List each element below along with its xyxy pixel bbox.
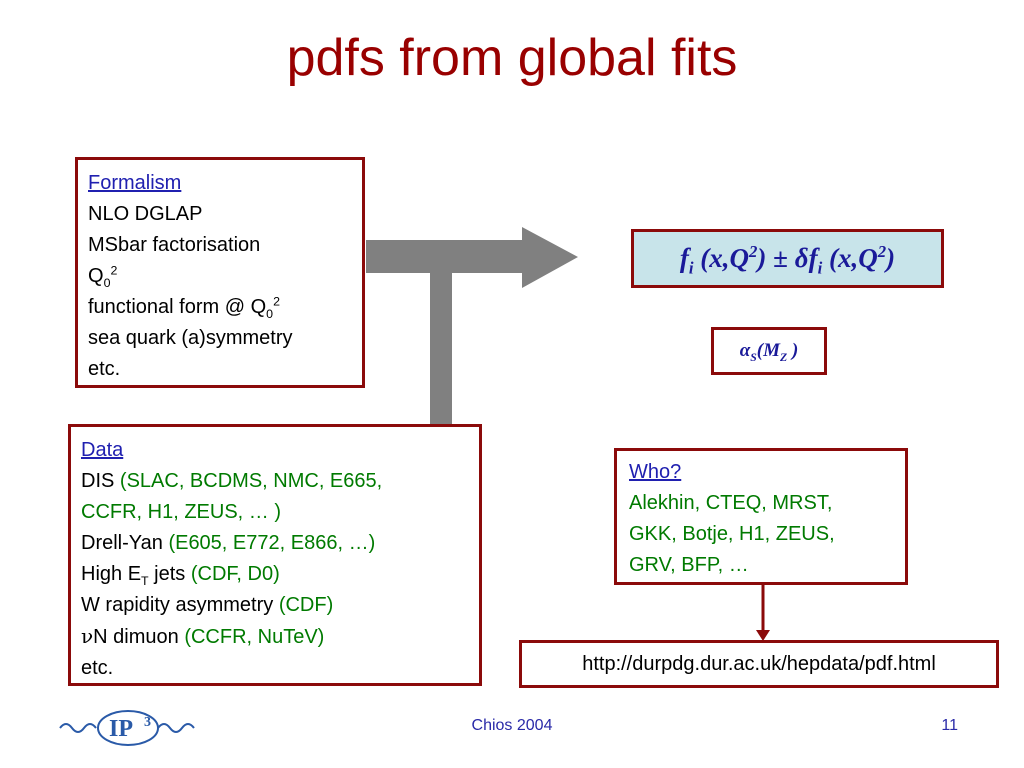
logo-sup: 3 — [144, 715, 151, 730]
pdf-formula-box: fi (x,Q2) ± δfi (x,Q2) — [631, 229, 944, 288]
data-line-drell-yan: Drell-Yan (E605, E772, E866, …) — [81, 532, 376, 554]
formalism-line-sea-quark: sea quark (a)symmetry — [88, 327, 293, 349]
who-heading[interactable]: Who? — [629, 461, 682, 483]
alpha-s-box: αS(MZ ) — [711, 327, 827, 375]
data-heading[interactable]: Data — [81, 439, 124, 461]
formalism-line-dglap: NLO DGLAP — [88, 203, 203, 225]
formalism-heading[interactable]: Formalism — [88, 172, 182, 194]
who-line-1: Alekhin, CTEQ, MRST, — [629, 492, 833, 514]
who-line-3: GRV, BFP, … — [629, 554, 749, 576]
formalism-line-functional-form: functional form @ Q02 — [88, 294, 280, 321]
footer-conference: Chios 2004 — [471, 717, 553, 734]
formalism-line-msbar: MSbar factorisation — [88, 234, 261, 256]
down-arrow-head — [756, 630, 770, 641]
page-title: pdfs from global fits — [286, 29, 738, 87]
ip3-logo-icon: IP 3 — [59, 710, 195, 746]
data-line-dis: DIS (SLAC, BCDMS, NMC, E665, — [81, 470, 383, 492]
formalism-line-q0: Q02 — [88, 263, 118, 290]
logo-text: IP — [109, 716, 133, 742]
data-line-high-et-jets: High ET jets (CDF, D0) — [81, 563, 280, 588]
formalism-box: Formalism NLO DGLAP MSbar factorisation … — [75, 157, 365, 388]
data-line-dis-cont: CCFR, H1, ZEUS, … ) — [81, 501, 282, 523]
formalism-line-etc: etc. — [88, 358, 121, 380]
data-line-nu-dimuon: νN dimuon (CCFR, NuTeV) — [81, 624, 325, 648]
data-box: Data DIS (SLAC, BCDMS, NMC, E665, CCFR, … — [68, 424, 482, 686]
footer-page-number: 11 — [941, 717, 958, 734]
data-line-etc: etc. — [81, 657, 114, 679]
data-line-w-rapidity: W rapidity asymmetry (CDF) — [81, 594, 334, 616]
who-box: Who? Alekhin, CTEQ, MRST, GKK, Botje, H1… — [614, 448, 908, 585]
hepdata-url-box[interactable]: http://durpdg.dur.ac.uk/hepdata/pdf.html — [519, 640, 999, 688]
who-line-2: GKK, Botje, H1, ZEUS, — [629, 523, 835, 545]
vertical-stem-shape — [430, 262, 452, 426]
right-arrow-shape — [366, 227, 578, 288]
